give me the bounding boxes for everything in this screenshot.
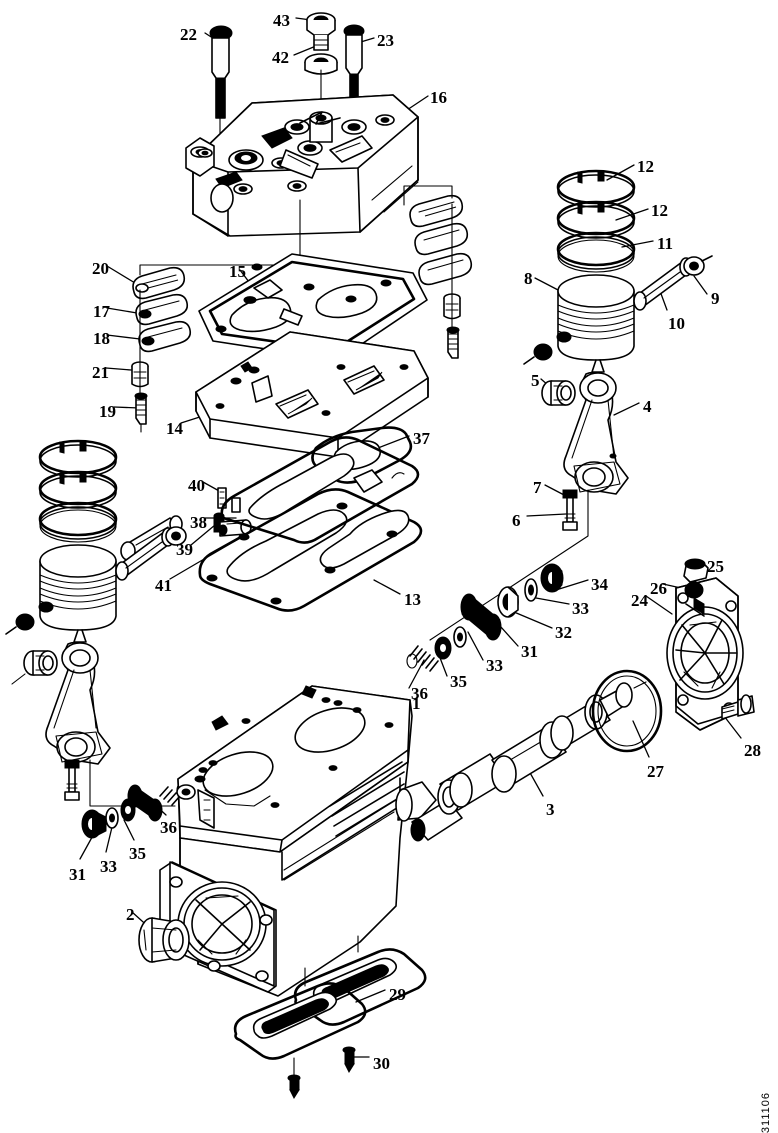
part-14-valve-plate: [195, 331, 429, 458]
connecting-rod-left: [45, 641, 111, 765]
leader-bracket-valve-stack: [139, 199, 301, 276]
callout-15-valve-plate-gasket: 15: [229, 262, 246, 281]
callout-28-end-cover-cap-screw: 28: [744, 741, 761, 760]
callout-33-discharge-valve-washer: 33: [100, 857, 117, 876]
part-8-piston: [556, 274, 635, 373]
piston-pin-clip-left: [5, 613, 35, 635]
piston-rings-left: [38, 439, 118, 543]
sheet-id: 311106: [760, 1092, 772, 1133]
callout-27-end-cover-o-ring: 27: [647, 762, 664, 781]
connecting-rod-bushing-left: [11, 650, 58, 685]
callout-26-crankshaft-cover-seal: 26: [650, 579, 667, 598]
callout-8-piston: 8: [524, 269, 533, 288]
part-43-unloader-cap-nut: [306, 12, 336, 51]
callout-41-unloader-bar: 41: [155, 576, 172, 595]
callout-36-discharge-valve-spring: 36: [411, 684, 428, 703]
part-9-piston-pin-retaining-ring: [683, 255, 713, 276]
callout-31-discharge-valve-body: 31: [521, 642, 538, 661]
part-42-unloader-washer: [304, 53, 338, 126]
callout-14-valve-plate: 14: [166, 419, 183, 438]
part-16-cylinder-head: [185, 94, 419, 237]
valve-leaf-stack-right: [403, 185, 473, 359]
callout-31-discharge-valve-body: 31: [69, 865, 86, 884]
callout-19-valve-retaining-screw: 19: [99, 402, 116, 421]
callout-34-discharge-valve-cap: 34: [591, 575, 608, 594]
connecting-rod-bolt-left: [64, 759, 80, 801]
part-28-end-cover-cap-screw: [721, 694, 755, 720]
callout-11-piston-oil-ring: 11: [657, 234, 674, 253]
callout-35-discharge-valve-spring-seat: 35: [129, 844, 146, 863]
callout-40-unloader-pin: 40: [188, 476, 205, 495]
part-20-valve-leaf-upper: [132, 266, 186, 300]
callout-4-connecting-rod: 4: [643, 397, 652, 416]
discharge-valve-assembly-left: [81, 782, 188, 839]
part-30-bottom-cover-screw-left: [287, 1057, 301, 1100]
diagram-linework: [5, 12, 755, 1100]
callout-29-crankcase-bottom-cover: 29: [389, 985, 406, 1004]
callout-43-unloader-cap-nut: 43: [273, 11, 290, 30]
part-17-valve-spring-leaf: [135, 293, 189, 326]
part-25-crankshaft-cover-bolt-nut: [683, 558, 709, 583]
part-15-valve-plate-gasket: [198, 253, 428, 361]
part-6-connecting-rod-bolt: [562, 489, 578, 531]
callout-16-cylinder-head: 16: [430, 88, 447, 107]
callout-33-discharge-valve-washer: 33: [572, 599, 589, 618]
part-1-crankcase-cylinder-block: [159, 685, 437, 997]
callout-20-valve-leaf-upper: 20: [92, 259, 109, 278]
callout-21-valve-stop-spacer: 21: [92, 363, 109, 382]
part-26-crankshaft-cover-seal: [684, 581, 705, 617]
callout-7-connecting-rod-bolt-lock: 7: [533, 478, 542, 497]
part-3-crankshaft: [410, 681, 647, 842]
callout-33-discharge-valve-washer: 33: [486, 656, 503, 675]
callout-30-bottom-cover-screw: 30: [373, 1054, 390, 1073]
part-12-piston-ring-second: [556, 200, 636, 239]
part-2-main-bearing: [138, 917, 190, 963]
callout-23-cylinder-head-cap-screw-short: 23: [377, 31, 394, 50]
part-29-crankcase-bottom-cover-front: [233, 967, 367, 1060]
callout-42-unloader-washer: 42: [272, 48, 289, 67]
callout-18-valve-leaf-lower: 18: [93, 329, 110, 348]
part-30-bottom-cover-screw-right: [342, 1046, 356, 1074]
part-22-cylinder-head-cap-screw-long: [209, 25, 233, 161]
callout-2-main-bearing: 2: [126, 905, 135, 924]
part-11-piston-oil-ring: [556, 231, 636, 273]
callout-1-crankcase-cylinder-block: 1: [412, 694, 421, 713]
piston-left: [38, 544, 117, 643]
callout-38-unloader-plunger-clip: 38: [190, 513, 207, 532]
part-24-crankshaft-end-cover: [666, 577, 744, 731]
part-27-end-cover-o-ring: [591, 669, 663, 753]
callout-36-discharge-valve-spring: 36: [160, 818, 177, 837]
callout-5-connecting-rod-bushing: 5: [531, 371, 540, 390]
piston-pin-left: [115, 526, 187, 581]
callout-12-piston-compression-ring: 12: [651, 201, 668, 220]
callout-9-piston-pin-retaining-ring: 9: [711, 289, 720, 308]
callout-17-valve-spring-leaf: 17: [93, 302, 110, 321]
callout-3-crankshaft: 3: [546, 800, 555, 819]
callout-32-discharge-valve-seat: 32: [555, 623, 572, 642]
callout-6-connecting-rod-bolt: 6: [512, 511, 521, 530]
piston-pin-retaining-ring-left: [523, 343, 553, 365]
callout-35-discharge-valve-spring-seat: 35: [450, 672, 467, 691]
callout-10-piston-pin: 10: [668, 314, 685, 333]
callout-37-valve-plate-upper-gasket: 37: [413, 429, 430, 448]
part-5-connecting-rod-bushing: [541, 380, 576, 406]
callout-13-cylinder-block-gasket: 13: [404, 590, 421, 609]
part-19-valve-retaining-screw: [134, 289, 148, 433]
part-13-cylinder-block-gasket: [198, 436, 423, 612]
callout-12-piston-compression-ring: 12: [637, 157, 654, 176]
callout-24-crankshaft-end-cover: 24: [631, 591, 648, 610]
part-4-connecting-rod: [563, 371, 629, 495]
callout-25-crankshaft-cover-bolt-nut: 25: [707, 557, 724, 576]
callout-22-cylinder-head-cap-screw-long: 22: [180, 25, 197, 44]
discharge-valve-assembly-right: [406, 563, 564, 672]
callout-39-unloader-plunger: 39: [176, 540, 193, 559]
part-18-valve-leaf-lower: [138, 320, 192, 353]
